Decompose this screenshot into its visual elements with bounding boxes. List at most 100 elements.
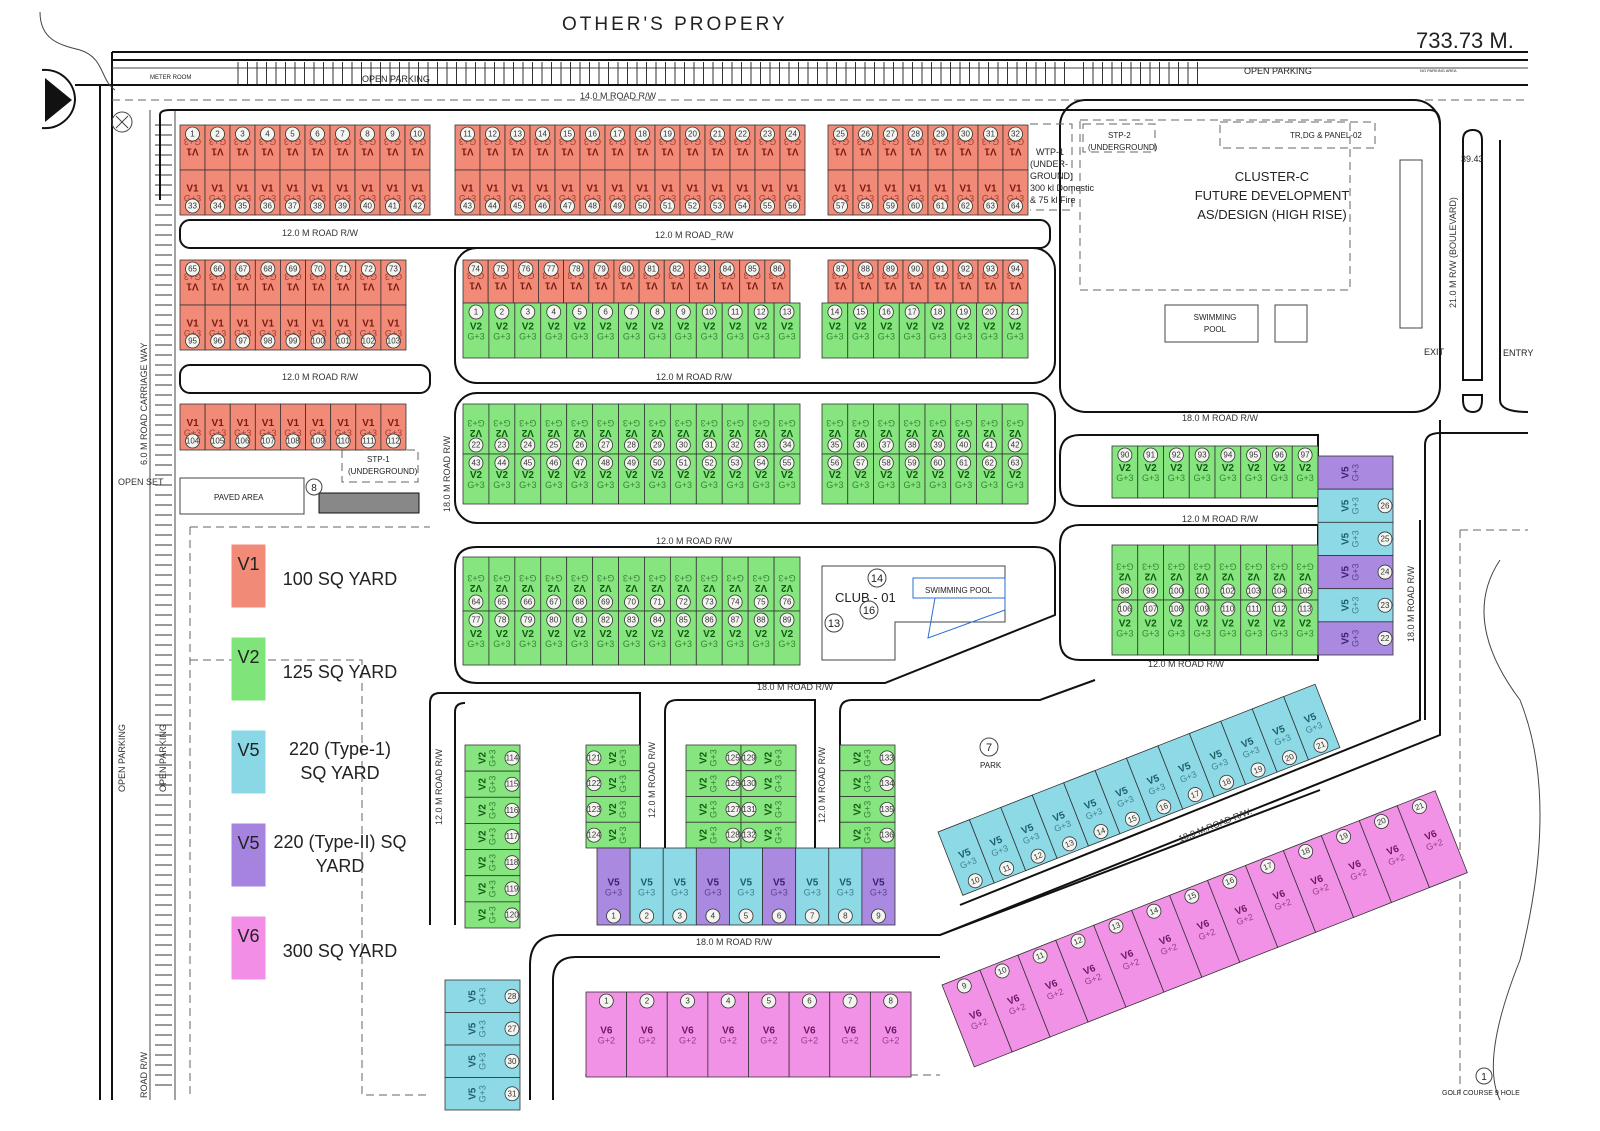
plot-v1[interactable]: V1G+351	[654, 169, 681, 216]
plot-v1[interactable]: V1G+360	[902, 169, 929, 216]
plot-v2[interactable]: V2G+37	[618, 302, 645, 359]
plot-v2[interactable]: V2G+336	[847, 403, 874, 455]
plot-v1[interactable]: V1G+384	[714, 259, 741, 304]
plot-v2[interactable]: V2G+349	[618, 453, 645, 505]
plot-v2[interactable]: V2G+373	[695, 556, 723, 612]
plot-v1[interactable]: V1G+356	[779, 169, 806, 216]
plot-v1[interactable]: V1G+350	[629, 169, 656, 216]
plot-v1[interactable]: V1G+354	[729, 169, 756, 216]
plot-v1[interactable]: V1G+393	[977, 259, 1004, 304]
plot-v2[interactable]: V2G+388	[747, 610, 775, 666]
plot-v1[interactable]: V1G+359	[877, 169, 904, 216]
plot-v2[interactable]: V2G+375	[747, 556, 775, 612]
plot-v1[interactable]: V1G+377	[538, 259, 565, 304]
plot-v2[interactable]: V2G+358	[873, 453, 900, 505]
plot-v1[interactable]: V1G+324	[779, 124, 806, 171]
plot-v2[interactable]: V2G+315	[847, 302, 874, 359]
plot-v2[interactable]: V2G+342	[1001, 403, 1029, 455]
plot-v2[interactable]: V2G+391	[1137, 445, 1164, 499]
plot-v2[interactable]: V2G+321	[1001, 302, 1029, 359]
plot-v2[interactable]: V2G+352	[695, 453, 723, 505]
plot-v2[interactable]: V2G+395	[1240, 445, 1267, 499]
plot-v1[interactable]: V1G+323	[754, 124, 781, 171]
plot-v1[interactable]: V1G+355	[754, 169, 781, 216]
plot-v2[interactable]: V2G+350	[644, 453, 671, 505]
plot-v1[interactable]: V1G+396	[204, 304, 231, 351]
plot-v1[interactable]: V1G+382	[663, 259, 690, 304]
plot-v2[interactable]: V2G+34	[540, 302, 568, 359]
plot-v6[interactable]: V6G+24	[707, 991, 749, 1078]
plot-v1[interactable]: V1G+311	[454, 124, 481, 171]
plot-v2[interactable]: V2G+318	[924, 302, 952, 359]
plot-v2[interactable]: V2G+346	[540, 453, 568, 505]
plot-v2[interactable]: V2G+326	[566, 403, 594, 455]
plot-v2[interactable]: V2G+333	[747, 403, 775, 455]
plot-v1[interactable]: V1G+320	[679, 124, 706, 171]
plot-v1[interactable]: V1G+361	[927, 169, 954, 216]
plot-v1[interactable]: V1G+346	[529, 169, 556, 216]
plot-v1[interactable]: V1G+338	[304, 169, 331, 216]
plot-v1[interactable]: V1G+386	[764, 259, 791, 304]
plot-v1[interactable]: V1G+32	[204, 124, 231, 171]
plot-v2[interactable]: V2G+355	[773, 453, 801, 505]
plot-v1[interactable]: V1G+368	[254, 259, 281, 306]
plot-v1[interactable]: V1G+33	[229, 124, 256, 171]
plot-v1[interactable]: V1G+34	[254, 124, 281, 171]
plot-v1[interactable]: V1G+331	[977, 124, 1004, 171]
plot-v1[interactable]: V1G+340	[354, 169, 381, 216]
plot-v1[interactable]: V1G+358	[852, 169, 879, 216]
plot-v5[interactable]: V5G+38	[828, 847, 863, 926]
plot-v2[interactable]: V2G+317	[898, 302, 926, 359]
plot-v5[interactable]: V5G+37	[795, 847, 830, 926]
plot-v2[interactable]: V2G+327	[592, 403, 619, 455]
plot-v2[interactable]: V2G+396	[1266, 445, 1293, 499]
plot-v1[interactable]: V1G+381	[638, 259, 665, 304]
plot-v1[interactable]: V1G+387	[827, 259, 854, 304]
plot-v2[interactable]: V2G+311	[721, 302, 749, 359]
plot-v6[interactable]: V6G+23	[666, 991, 709, 1078]
plot-v5[interactable]: V5G+33	[662, 847, 697, 926]
plot-v2[interactable]: V2G+368	[566, 556, 594, 612]
plot-v2[interactable]: V2G+384	[644, 610, 671, 666]
plot-v1[interactable]: V1G+374	[462, 259, 489, 304]
plot-v1[interactable]: V1G+328	[902, 124, 929, 171]
plot-v1[interactable]: V1G+376	[512, 259, 539, 304]
plot-v1[interactable]: V1G+363	[977, 169, 1004, 216]
plot-v2[interactable]: V2G+389	[773, 610, 801, 666]
plot-v1[interactable]: V1G+365	[179, 259, 206, 306]
plot-v1[interactable]: V1G+39	[379, 124, 406, 171]
plot-v2[interactable]: V2G+343	[462, 453, 490, 505]
plot-v2[interactable]: V2G+367	[540, 556, 568, 612]
plot-v2[interactable]: V2G+320	[976, 302, 1003, 359]
plot-v1[interactable]: V1G+336	[254, 169, 281, 216]
plot-v1[interactable]: V1G+329	[927, 124, 954, 171]
plot-v2[interactable]: V2G+379	[514, 610, 542, 666]
plot-v1[interactable]: V1G+313	[504, 124, 531, 171]
plot-v2[interactable]: V2G+394	[1214, 445, 1242, 499]
plot-v1[interactable]: V1G+392	[952, 259, 979, 304]
plot-v5[interactable]: V5G+39	[861, 847, 896, 926]
